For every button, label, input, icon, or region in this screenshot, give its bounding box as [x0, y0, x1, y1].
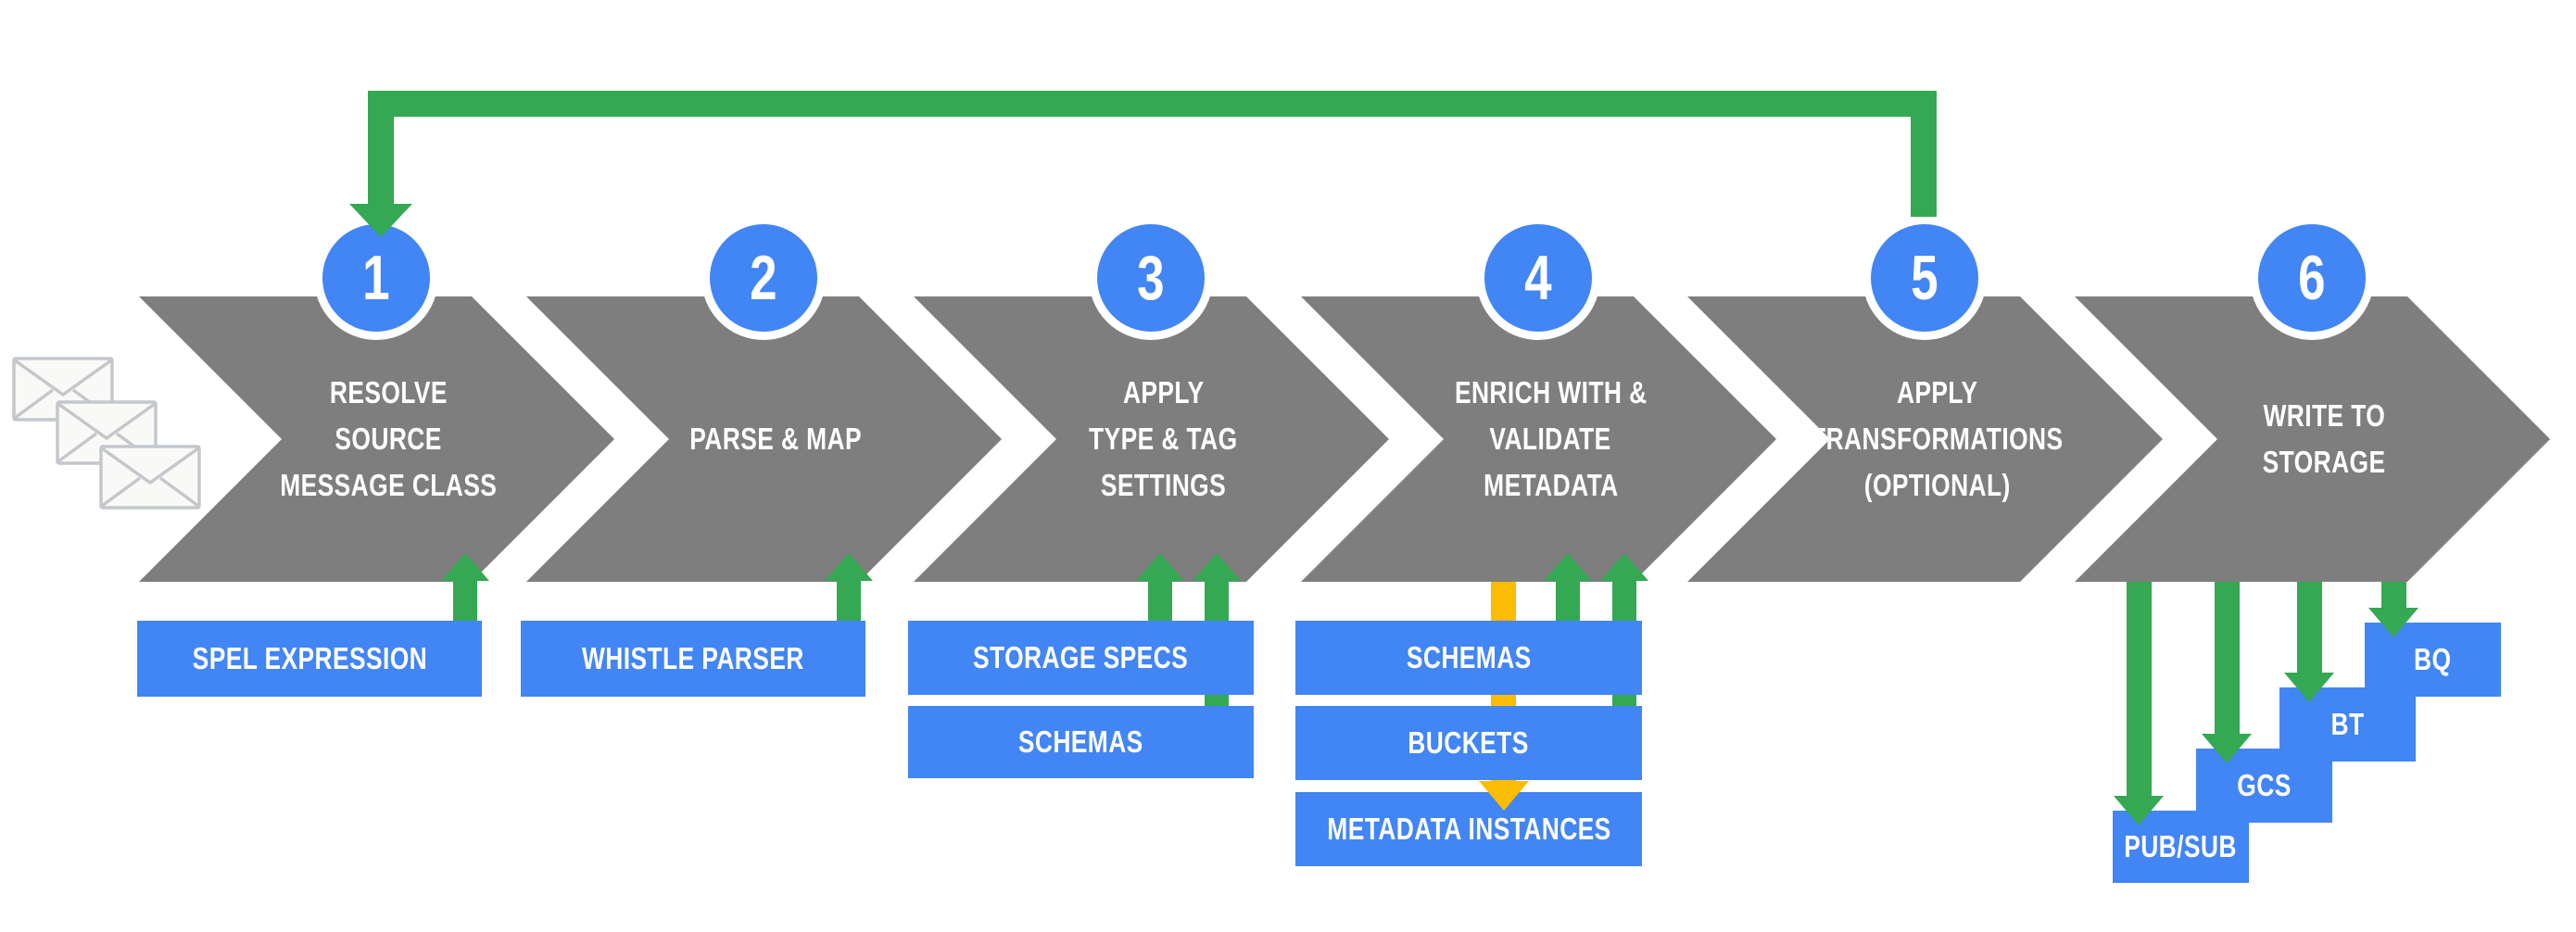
step-1-label-line: RESOLVE [315, 370, 462, 416]
spel-expression-box: SPEL EXPRESSION [137, 621, 482, 697]
step-2-badge: 2 [701, 216, 826, 340]
step-5-label-line: APPLY [1887, 370, 1989, 416]
step-4-label-line: ENRICH WITH & [1431, 370, 1671, 416]
schemas4-up-arrow-icon [1544, 553, 1592, 581]
step-1-label: SOURCE [335, 422, 443, 456]
step-3-label: TYPE & TAG [1089, 422, 1238, 456]
pubsub-down-arrow-shaft [2127, 582, 2152, 800]
whistle-parser-box: WHISTLE PARSER [521, 621, 865, 697]
schemas-step3-box: SCHEMAS [908, 706, 1254, 778]
feedback-loop-right-segment [1911, 117, 1937, 217]
step-3-label-line: TYPE & TAG [1070, 416, 1256, 462]
gcs-down-arrow-shaft [2215, 582, 2240, 737]
schemas-step4-label: SCHEMAS [1406, 640, 1532, 674]
step-4-number: 4 [1524, 243, 1552, 313]
step-1-label: RESOLVE [329, 375, 448, 409]
spel-up-arrow-icon [441, 553, 489, 581]
step-6-label: WRITE TO [2263, 398, 2386, 433]
step-3-label: SETTINGS [1100, 468, 1227, 502]
schemas4-up-arrow-shaft [1556, 578, 1580, 624]
step-4-label: ENRICH WITH & [1454, 375, 1648, 409]
spel-up-arrow-shaft [453, 578, 477, 624]
step-5-badge: 5 [1863, 216, 1987, 340]
whistle-parser-label: WHISTLE PARSER [582, 641, 804, 675]
buckets-box: BUCKETS [1295, 706, 1642, 780]
step-6-label-line: WRITE TO [2248, 393, 2401, 439]
step-5-label-line: TRANSFORMATIONS [1779, 416, 2095, 462]
step-6-label-line: STORAGE [2247, 439, 2401, 485]
storage-specs-box: STORAGE SPECS [908, 621, 1254, 695]
bt-down-arrow-icon [2284, 673, 2334, 702]
whistle-up-arrow-shaft [837, 578, 861, 624]
step-6-label: STORAGE [2263, 445, 2386, 479]
step-1-number: 1 [362, 243, 390, 313]
whistle-up-arrow-icon [825, 553, 873, 581]
bt-down-arrow-shaft [2297, 582, 2322, 676]
step-5-number: 5 [1911, 243, 1938, 313]
step-1-label-line: SOURCE [322, 416, 455, 462]
step-4-label: METADATA [1483, 468, 1619, 502]
step-4-label-line: METADATA [1467, 462, 1635, 509]
metadata-instances-box: METADATA INSTANCES [1295, 792, 1642, 866]
buckets-up-arrow-icon [1600, 553, 1648, 581]
gcs-label: GCS [2237, 768, 2292, 802]
metadata-down-arrow-icon [1479, 781, 1529, 811]
step-3-label-line: SETTINGS [1085, 462, 1242, 509]
spel-expression-label: SPEL EXPRESSION [192, 641, 427, 675]
step-2-label: PARSE & MAP [689, 422, 863, 456]
step-6-number: 6 [2298, 243, 2326, 313]
step-3-badge: 3 [1089, 216, 1213, 340]
step-4-label-line: VALIDATE [1474, 416, 1626, 462]
step-2-number: 2 [750, 243, 777, 313]
bq-down-arrow-icon [2368, 608, 2418, 637]
storage-specs-up-arrow-shaft [1148, 578, 1172, 624]
schemas-step4-box: SCHEMAS [1295, 621, 1642, 695]
step-2-label-line: PARSE & MAP [668, 416, 883, 462]
feedback-loop-arrowhead-icon [349, 204, 412, 237]
step-5-label: (OPTIONAL) [1863, 468, 2011, 502]
step-5-label-line: (OPTIONAL) [1846, 462, 2028, 509]
feedback-loop-left-segment [368, 91, 394, 206]
buckets-label: BUCKETS [1408, 725, 1530, 760]
step-6-badge: 6 [2250, 216, 2374, 340]
bq-down-arrow-shaft [2381, 582, 2406, 611]
schemas3-up-arrow-icon [1193, 553, 1241, 581]
feedback-loop-top-bar [368, 91, 1937, 117]
step-3-number: 3 [1137, 243, 1165, 313]
step-3-label: APPLY [1122, 375, 1205, 409]
step-3-label-line: APPLY [1113, 370, 1215, 416]
pubsub-label: PUB/SUB [2124, 829, 2238, 863]
storage-specs-label: STORAGE SPECS [973, 640, 1189, 674]
envelope-icon [99, 445, 201, 510]
schemas-step3-label: SCHEMAS [1018, 724, 1143, 759]
step-4-label: VALIDATE [1489, 422, 1612, 456]
step-5-label: TRANSFORMATIONS [1811, 422, 2064, 456]
step-1-label-line: MESSAGE CLASS [253, 462, 524, 509]
bt-label: BT [2330, 707, 2365, 741]
step-4-badge: 4 [1476, 216, 1600, 340]
storage-specs-up-arrow-icon [1136, 553, 1184, 581]
step-1-label: MESSAGE CLASS [280, 468, 498, 502]
bq-label: BQ [2414, 642, 2452, 676]
step-5-label: APPLY [1896, 375, 1978, 409]
gcs-down-arrow-icon [2202, 734, 2252, 763]
pubsub-down-arrow-icon [2114, 796, 2164, 825]
metadata-instances-label: METADATA INSTANCES [1326, 812, 1611, 846]
